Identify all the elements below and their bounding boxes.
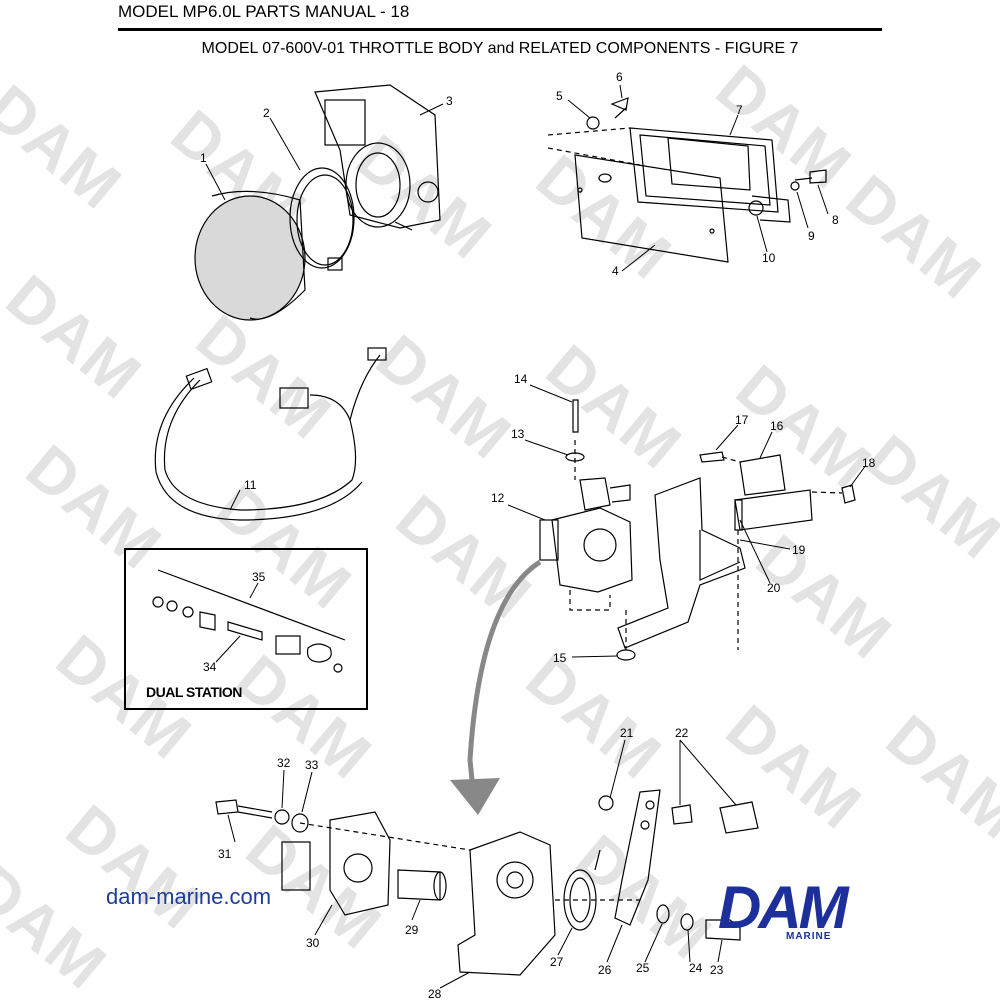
dual-station-inset bbox=[124, 548, 368, 710]
callout-30: 30 bbox=[306, 936, 320, 950]
callout-35: 35 bbox=[252, 570, 266, 584]
bolt-8 bbox=[809, 169, 827, 184]
dam-logo-subtext: MARINE bbox=[786, 931, 832, 942]
callout-17: 17 bbox=[735, 413, 749, 427]
callout-14: 14 bbox=[514, 372, 528, 386]
callout-4: 4 bbox=[612, 264, 619, 278]
callout-9: 9 bbox=[808, 229, 815, 243]
flame-arrestor-part bbox=[194, 190, 306, 321]
callout-29: 29 bbox=[405, 923, 419, 937]
callout-20: 20 bbox=[767, 581, 781, 595]
callout-19: 19 bbox=[792, 543, 806, 557]
callout-25: 25 bbox=[636, 961, 650, 975]
callout-8: 8 bbox=[832, 213, 839, 227]
callout-12: 12 bbox=[491, 491, 505, 505]
callout-27: 27 bbox=[550, 955, 564, 969]
callout-7: 7 bbox=[736, 103, 743, 117]
callout-1: 1 bbox=[200, 151, 207, 165]
bolt-6 bbox=[610, 97, 629, 111]
throttle-body-part bbox=[314, 84, 441, 231]
callout-22: 22 bbox=[675, 726, 689, 740]
figure-title: MODEL 07-600V-01 THROTTLE BODY and RELAT… bbox=[201, 40, 799, 57]
callout-13: 13 bbox=[511, 427, 525, 441]
screw-17 bbox=[699, 451, 725, 463]
header-rule bbox=[118, 28, 882, 31]
website-link[interactable]: dam-marine.com bbox=[106, 884, 272, 909]
ecm-module-part bbox=[629, 127, 791, 223]
callout-leaders bbox=[205, 84, 867, 989]
nut-18 bbox=[841, 484, 856, 504]
callout-16: 16 bbox=[770, 419, 784, 433]
callout-2: 2 bbox=[263, 106, 270, 120]
screw-20 bbox=[734, 499, 743, 531]
callout-28: 28 bbox=[428, 987, 442, 1001]
callout-31: 31 bbox=[218, 847, 232, 861]
callout-15: 15 bbox=[553, 651, 567, 665]
callout-6: 6 bbox=[616, 70, 623, 84]
dam-logo: DAM bbox=[718, 874, 849, 941]
callout-18: 18 bbox=[862, 456, 876, 470]
washer-9 bbox=[790, 181, 800, 191]
callout-11: 11 bbox=[244, 478, 257, 492]
callout-34: 34 bbox=[203, 660, 217, 674]
wiring-harness-part bbox=[154, 347, 387, 521]
screw-14 bbox=[572, 399, 579, 433]
bracket-19 bbox=[617, 477, 813, 649]
dual-station-parts bbox=[152, 569, 346, 673]
bracket-16 bbox=[739, 454, 786, 496]
dual-station-label: DUAL STATION bbox=[146, 684, 242, 700]
washer-5 bbox=[586, 116, 600, 130]
throttle-lever-assembly bbox=[215, 789, 759, 976]
callout-24: 24 bbox=[689, 961, 703, 975]
callout-3: 3 bbox=[446, 94, 453, 108]
grommet-10 bbox=[748, 200, 764, 216]
nut-15 bbox=[616, 649, 636, 661]
throttle-position-assembly bbox=[539, 477, 633, 611]
callout-21: 21 bbox=[620, 726, 634, 740]
hose-clamp-part bbox=[289, 167, 355, 271]
callout-10: 10 bbox=[762, 251, 776, 265]
manual-title: MODEL MP6.0L PARTS MANUAL - 18 bbox=[118, 2, 410, 21]
callout-5: 5 bbox=[556, 89, 563, 103]
mounting-plate-part bbox=[574, 154, 729, 263]
callout-23: 23 bbox=[710, 963, 724, 977]
callout-32: 32 bbox=[277, 756, 291, 770]
callout-26: 26 bbox=[598, 963, 612, 977]
callout-33: 33 bbox=[305, 758, 319, 772]
